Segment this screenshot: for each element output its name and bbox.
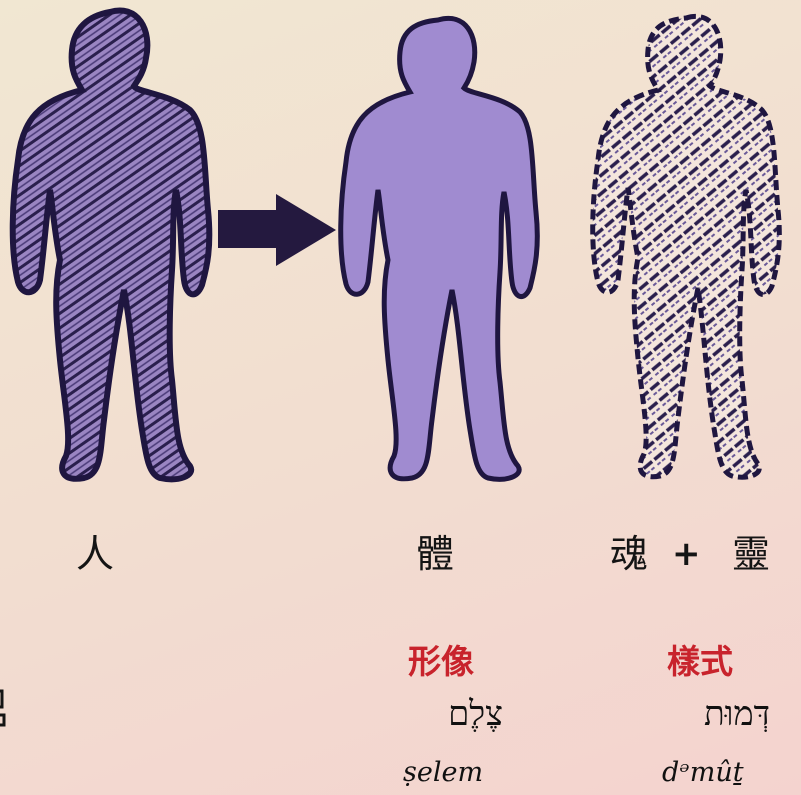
label-spirit: 靈 xyxy=(732,535,770,573)
human-figure xyxy=(0,0,250,495)
term-likeness-transliteration: dᵊmûṯ xyxy=(662,759,744,786)
body-figure xyxy=(330,0,560,495)
label-plus: + xyxy=(672,537,701,571)
human-silhouette xyxy=(13,11,210,480)
soul-spirit-figure xyxy=(586,0,801,495)
soul-spirit-silhouette xyxy=(593,16,780,477)
right-arrow-icon xyxy=(214,190,340,270)
label-soul: 魂 xyxy=(610,535,648,573)
term-image-chinese: 形像 xyxy=(408,645,474,678)
body-silhouette xyxy=(341,18,538,479)
edge-character-fragment xyxy=(0,685,6,735)
term-image-transliteration: ṣelem xyxy=(403,759,483,786)
term-likeness-chinese: 樣式 xyxy=(667,645,733,678)
label-body: 體 xyxy=(416,535,454,573)
label-human: 人 xyxy=(76,535,114,573)
term-image-hebrew: צֶלֶם xyxy=(408,697,503,731)
term-likeness-hebrew: דְּמוּת xyxy=(660,697,770,731)
